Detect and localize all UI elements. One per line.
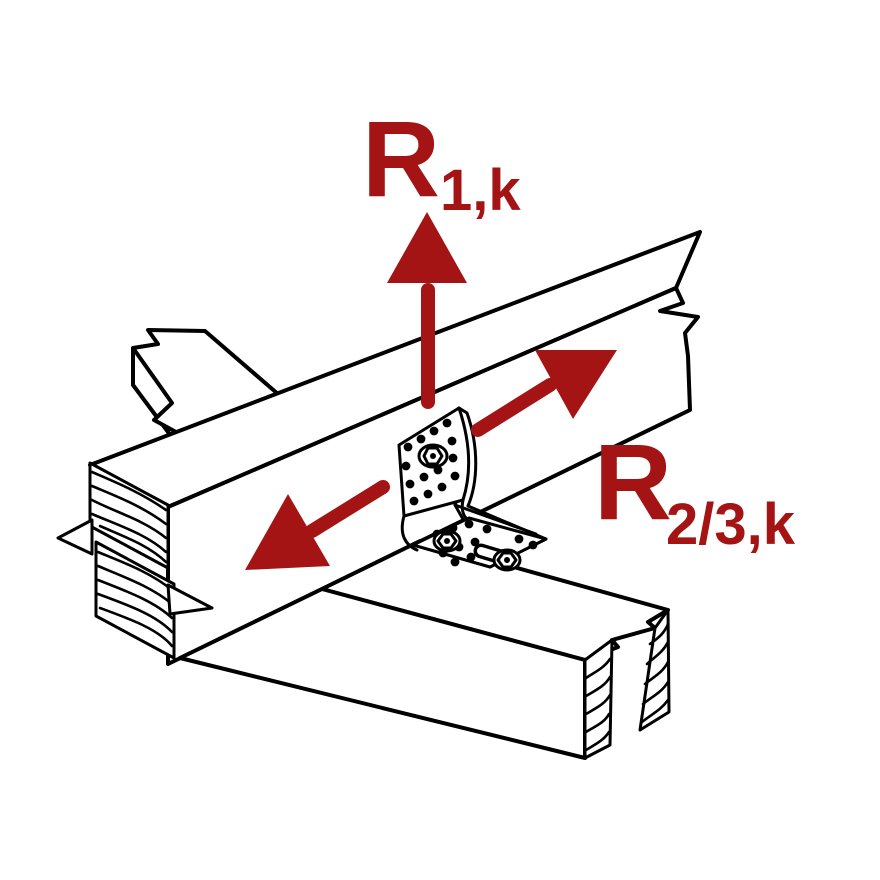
lower-beam-break-front-face — [583, 638, 614, 760]
bracket-bolt-vertical — [417, 443, 449, 469]
arrow-up-right-shaft — [471, 378, 557, 437]
label-r23k: R 2/3,k — [594, 421, 796, 557]
bracket-bolt-horizontal-left — [432, 529, 462, 553]
label-r1k-main: R — [362, 98, 440, 219]
label-r23k-sub: 2/3,k — [666, 492, 796, 557]
angle-bracket — [397, 406, 548, 572]
arrow-up-head — [387, 212, 467, 283]
lower-beam — [178, 539, 671, 760]
label-r1k: R 1,k — [362, 98, 521, 223]
bracket-fold-outer — [400, 514, 419, 552]
arrow-up-right-head — [535, 350, 617, 419]
arrow-down-left — [245, 480, 390, 570]
upper-beam-break-left-spike — [56, 518, 94, 556]
arrow-down-left-shaft — [305, 480, 390, 538]
upper-beam-break-right-spike — [166, 583, 214, 616]
upper-beam-break-upper-lobe — [88, 461, 170, 570]
bracket-bolt-horizontal-right — [492, 548, 522, 572]
bracket-vertical-holes — [401, 418, 460, 506]
arrow-up-right — [471, 350, 617, 437]
load-arrows — [245, 212, 617, 570]
label-r23k-main: R — [594, 421, 672, 542]
label-r1k-sub: 1,k — [440, 158, 521, 223]
arrow-up — [387, 212, 467, 409]
bracket-rib-edge — [453, 503, 538, 536]
lower-beam-break-back-face — [638, 608, 671, 732]
arrow-down-left-head — [245, 494, 330, 570]
upper-beam-break-lower-lobe — [94, 540, 176, 660]
